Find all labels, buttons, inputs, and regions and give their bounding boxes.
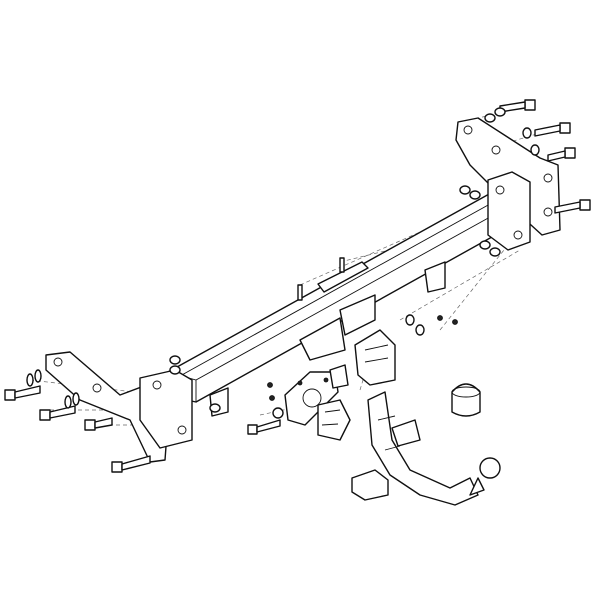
bolt <box>4 385 41 401</box>
tow-ball-cover <box>451 383 481 417</box>
bolt <box>247 419 281 435</box>
bolts <box>4 99 591 473</box>
mechanism-housing <box>354 329 396 386</box>
main-cross-beam <box>167 187 529 403</box>
electrical-socket <box>317 399 351 441</box>
bolt <box>39 405 76 421</box>
bolt <box>84 417 113 431</box>
washers-and-nuts <box>26 107 540 419</box>
bolt <box>111 455 151 473</box>
left-mounting-bracket <box>45 351 193 463</box>
bolt <box>297 284 303 301</box>
bolt <box>339 257 345 273</box>
support-clamp <box>329 364 349 389</box>
socket-mounting-plate <box>284 371 339 426</box>
tow-ball-neck <box>367 391 501 506</box>
bolt <box>534 122 571 137</box>
locking-clip <box>351 469 389 501</box>
right-mounting-bracket <box>455 117 561 251</box>
bolt <box>547 147 576 162</box>
bolt <box>554 199 591 214</box>
